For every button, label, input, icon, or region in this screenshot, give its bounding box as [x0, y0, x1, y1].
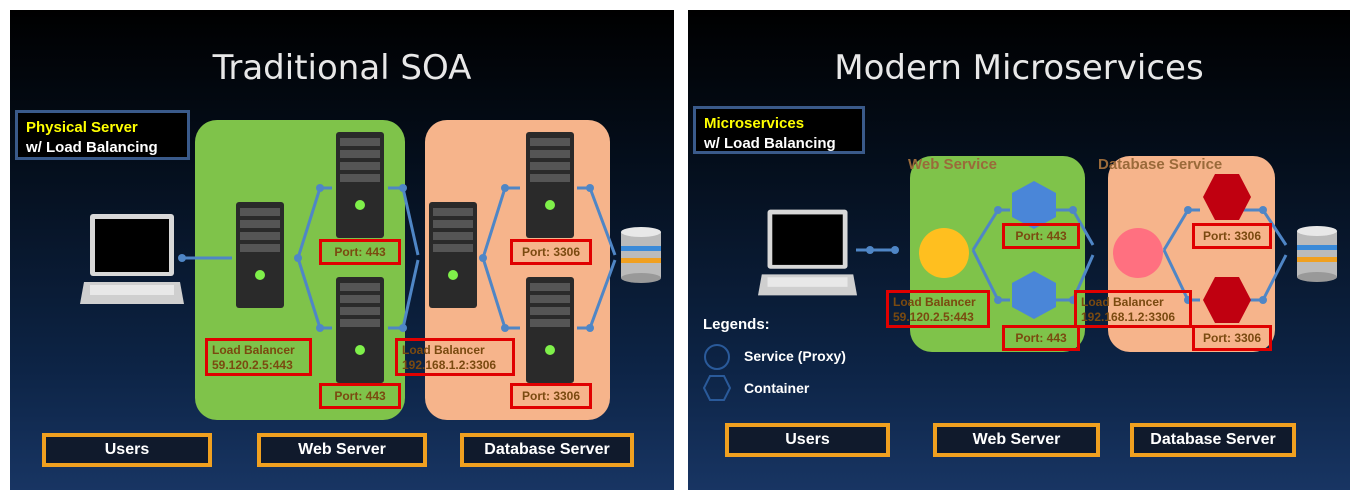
laptop-icon: [80, 214, 184, 304]
port-label-web-bottom: Port: 443: [319, 383, 401, 409]
port-label-web-top: Port: 443: [1002, 223, 1080, 249]
legend-title: Legends:: [703, 316, 770, 333]
container-hexagon-icon: [1012, 181, 1056, 229]
service-circle-icon: [919, 228, 969, 278]
container-hexagon-icon: [1203, 174, 1251, 220]
db-load-balancer-label: Load Balancer 192.168.1.2:3306: [1074, 290, 1192, 328]
server-icon: [336, 132, 384, 238]
lb-address: 192.168.1.2:3306: [1081, 310, 1176, 324]
port-label-db-bottom: Port: 3306: [510, 383, 592, 409]
database-icon: [1297, 226, 1337, 282]
lb-address: 59.120.2.5:443: [212, 358, 293, 372]
tier-database-server: Database Server: [460, 433, 634, 467]
info-line-1: Physical Server: [26, 119, 138, 136]
info-line-1: Microservices: [704, 115, 805, 132]
legend-service-icon: [704, 344, 730, 370]
lb-title: Load Balancer: [402, 343, 485, 357]
service-circle-icon: [1113, 228, 1163, 278]
tier-users: Users: [725, 423, 890, 457]
info-line-2: w/ Load Balancing: [26, 139, 158, 156]
legend-container-label: Container: [744, 380, 810, 396]
lb-title: Load Balancer: [1081, 295, 1164, 309]
tier-database-server: Database Server: [1130, 423, 1296, 457]
db-load-balancer-label: Load Balancer 192.168.1.2:3306: [395, 338, 515, 376]
port-label-web-bottom: Port: 443: [1002, 325, 1080, 351]
server-icon: [526, 277, 574, 383]
laptop-icon: [758, 209, 858, 296]
modern-microservices-slide: Modern Microservices Microservices w/ Lo…: [688, 10, 1350, 490]
info-box: Microservices w/ Load Balancing: [693, 106, 865, 154]
slide-title: Modern Microservices: [834, 48, 1204, 88]
info-line-2: w/ Load Balancing: [704, 135, 836, 152]
web-load-balancer-label: Load Balancer 59.120.2.5:443: [886, 290, 990, 328]
port-label-db-top: Port: 3306: [510, 239, 592, 265]
legend-container-icon: [703, 375, 731, 401]
port-label-db-top: Port: 3306: [1192, 223, 1272, 249]
tier-users: Users: [42, 433, 212, 467]
slide-title: Traditional SOA: [212, 48, 472, 88]
lb-title: Load Balancer: [212, 343, 295, 357]
port-label-db-bottom: Port: 3306: [1192, 325, 1272, 351]
lb-address: 59.120.2.5:443: [893, 310, 974, 324]
info-box: Physical Server w/ Load Balancing: [15, 110, 190, 160]
lb-title: Load Balancer: [893, 295, 976, 309]
tier-web-server: Web Server: [933, 423, 1100, 457]
server-icon: [429, 202, 477, 308]
server-icon: [526, 132, 574, 238]
server-icon: [336, 277, 384, 383]
container-hexagon-icon: [1203, 277, 1251, 323]
connection-lines: [178, 184, 617, 332]
connection-lines: [856, 206, 1288, 304]
database-icon: [621, 227, 661, 283]
traditional-soa-slide: Traditional SOA Physical Server w/ Load …: [10, 10, 674, 490]
web-service-label: Web Service: [908, 156, 997, 173]
port-label-web-top: Port: 443: [319, 239, 401, 265]
web-load-balancer-label: Load Balancer 59.120.2.5:443: [205, 338, 312, 376]
legend-service-label: Service (Proxy): [744, 348, 846, 364]
tier-web-server: Web Server: [257, 433, 427, 467]
container-hexagon-icon: [1012, 271, 1056, 319]
server-icon: [236, 202, 284, 308]
database-service-label: Database Service: [1098, 156, 1223, 173]
lb-address: 192.168.1.2:3306: [402, 358, 497, 372]
